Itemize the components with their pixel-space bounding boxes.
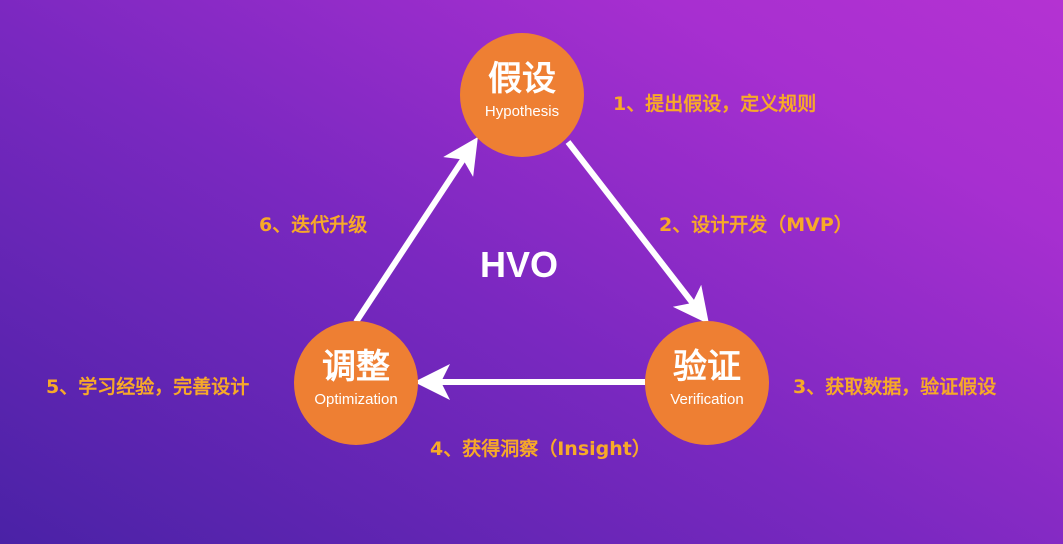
step-1: 1、提出假设，定义规则 — [613, 93, 817, 115]
node-title: 假设 — [488, 59, 556, 99]
node-hypothesis: 假设 Hypothesis — [460, 33, 584, 157]
node-verification: 验证 Verification — [645, 321, 769, 445]
node-title: 调整 — [322, 347, 390, 387]
node-subtitle: Hypothesis — [484, 103, 560, 120]
node-title: 验证 — [673, 347, 741, 387]
step-3: 3、获取数据，验证假设 — [793, 376, 997, 398]
node-subtitle: Optimization — [314, 391, 398, 408]
step-6: 6、迭代升级 — [259, 214, 368, 236]
step-4: 4、获得洞察（Insight） — [430, 438, 651, 460]
step-5: 5、学习经验，完善设计 — [46, 376, 250, 398]
node-optimization: 调整 Optimization — [294, 321, 418, 445]
node-subtitle: Verification — [670, 391, 744, 408]
step-2: 2、设计开发（MVP） — [659, 214, 853, 236]
center-label: HVO — [480, 244, 559, 285]
arrow-optimization-to-hypothesis — [353, 136, 478, 324]
arrow-hypothesis-to-verification — [565, 140, 710, 325]
